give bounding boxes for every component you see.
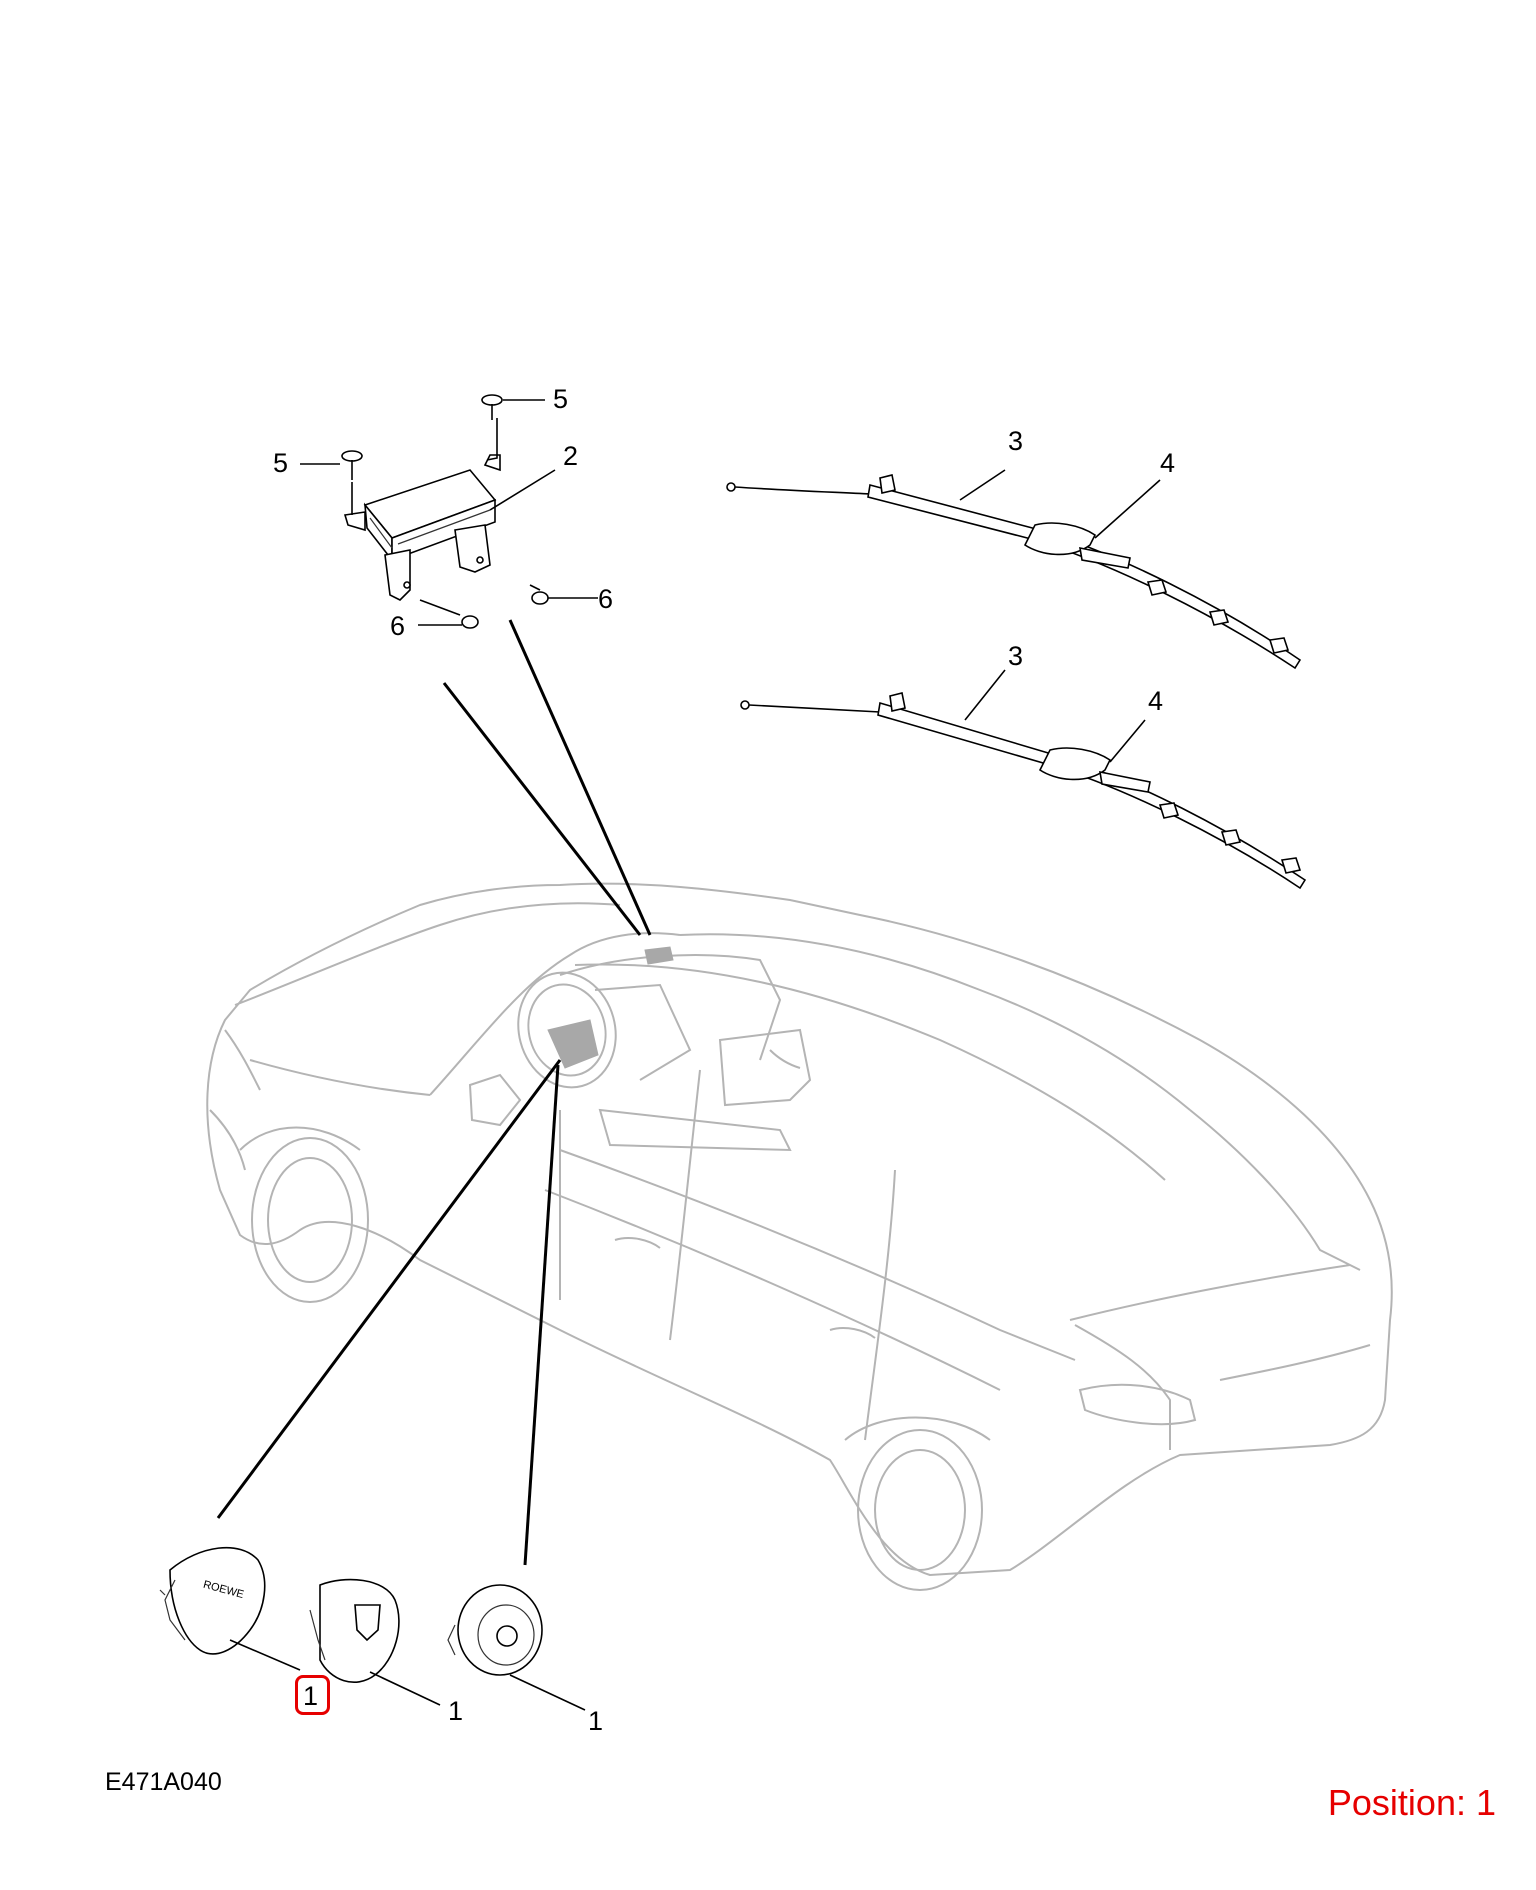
callout-4-upper: 4 — [1160, 448, 1175, 478]
callout-labels: 5 5 2 3 4 3 4 6 6 1 1 1 — [273, 384, 1175, 1736]
driver-airbag-c — [447, 1584, 586, 1711]
position-highlight-box — [295, 1675, 330, 1715]
bolt-5-left — [300, 450, 363, 480]
bolt-5-top — [481, 394, 545, 420]
curtain-airbag-upper — [726, 469, 1302, 670]
driver-airbag-b — [309, 1578, 441, 1706]
car-outline — [206, 882, 1393, 1591]
leader-lines — [216, 619, 652, 1566]
passenger-airbag-location — [644, 946, 674, 965]
callout-1-b: 1 — [448, 1696, 463, 1726]
callout-3-lower: 3 — [1008, 641, 1023, 671]
callout-1-a: 1 — [303, 1681, 318, 1711]
callout-5-left: 5 — [273, 448, 288, 478]
steering-wheel-airbag-location — [547, 1019, 599, 1069]
driver-airbag-a: ROEWE — [159, 1546, 301, 1671]
position-label: Position: 1 — [1327, 1782, 1496, 1823]
callout-1-c: 1 — [588, 1706, 603, 1736]
callout-6-left: 6 — [390, 611, 405, 641]
callout-3-upper: 3 — [1008, 426, 1023, 456]
passenger-airbag-module — [343, 418, 501, 601]
callout-6-right: 6 — [598, 584, 613, 614]
curtain-airbag-lower — [740, 669, 1307, 890]
drawing-code: E471A040 — [105, 1768, 222, 1796]
nut-6-left — [418, 599, 479, 629]
callout-5-top: 5 — [553, 384, 568, 414]
nut-6-right — [529, 584, 598, 605]
car-interior — [517, 946, 812, 1152]
callout-2: 2 — [563, 441, 578, 471]
callout-4-lower: 4 — [1148, 686, 1163, 716]
